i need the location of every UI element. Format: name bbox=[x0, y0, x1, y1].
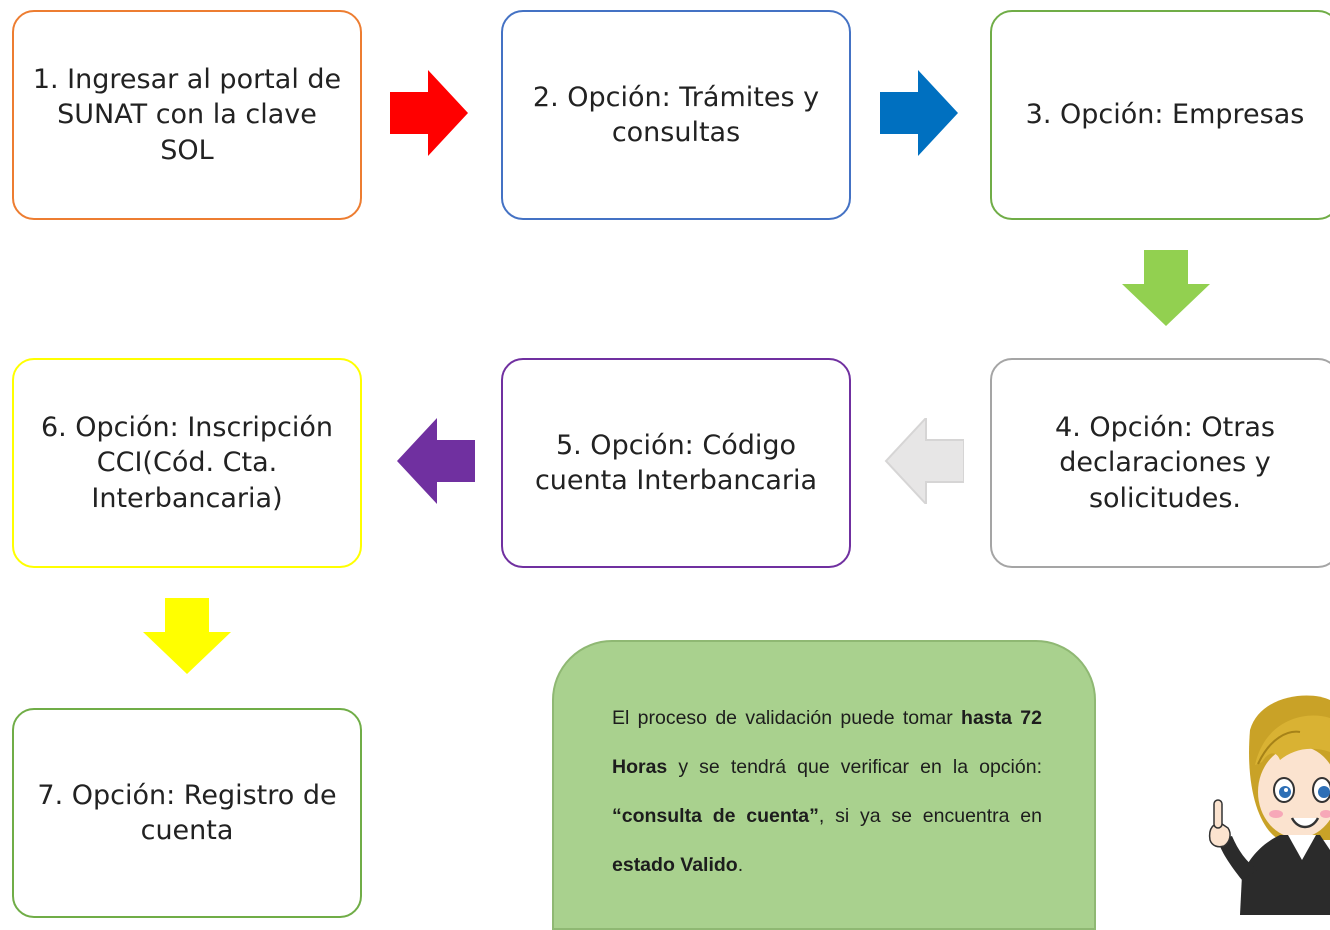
note-text-2: y se tendrá que verificar en la opción: bbox=[667, 756, 1042, 778]
step-5-label: 5. Opción: Código cuenta Interbancaria bbox=[534, 429, 818, 496]
step-2-label: 2. Opción: Trámites y consultas bbox=[532, 81, 820, 148]
validation-note: El proceso de validación puede tomar has… bbox=[552, 640, 1096, 930]
note-text-4: . bbox=[737, 854, 744, 876]
note-text-3: , si ya se encuentra en bbox=[818, 805, 1042, 827]
note-text-1: El proceso de validación puede tomar bbox=[612, 707, 962, 729]
arrow-left-icon bbox=[397, 418, 475, 504]
step-1-label: 1. Ingresar al portal de SUNAT con la cl… bbox=[32, 64, 342, 166]
step-2-box: 2. Opción: Trámites y consultas bbox=[501, 10, 851, 220]
step-4-label: 4. Opción: Otras declaraciones y solicit… bbox=[1055, 412, 1275, 514]
arrow-left-icon bbox=[884, 418, 964, 504]
step-1-box: 1. Ingresar al portal de SUNAT con la cl… bbox=[12, 10, 362, 220]
note-bold-2: “consulta de cuenta” bbox=[612, 805, 819, 827]
step-3-box: 3. Opción: Empresas bbox=[990, 10, 1330, 220]
step-6-label: 6. Opción: Inscripción CCI(Cód. Cta. Int… bbox=[40, 412, 334, 514]
step-5-box: 5. Opción: Código cuenta Interbancaria bbox=[501, 358, 851, 568]
step-3-label: 3. Opción: Empresas bbox=[1025, 99, 1305, 131]
step-4-box: 4. Opción: Otras declaraciones y solicit… bbox=[990, 358, 1330, 568]
arrow-right-icon bbox=[390, 70, 468, 156]
cartoon-woman-pointing-icon bbox=[1208, 695, 1330, 915]
step-6-box: 6. Opción: Inscripción CCI(Cód. Cta. Int… bbox=[12, 358, 362, 568]
note-bold-3: estado Valido bbox=[612, 854, 738, 876]
arrow-right-icon bbox=[880, 70, 958, 156]
arrow-down-icon bbox=[143, 598, 231, 674]
step-7-label: 7. Opción: Registro de cuenta bbox=[37, 779, 337, 846]
note-bold-1: hasta 72 Horas bbox=[612, 707, 1042, 778]
arrow-down-icon bbox=[1122, 250, 1210, 326]
step-7-box: 7. Opción: Registro de cuenta bbox=[12, 708, 362, 918]
